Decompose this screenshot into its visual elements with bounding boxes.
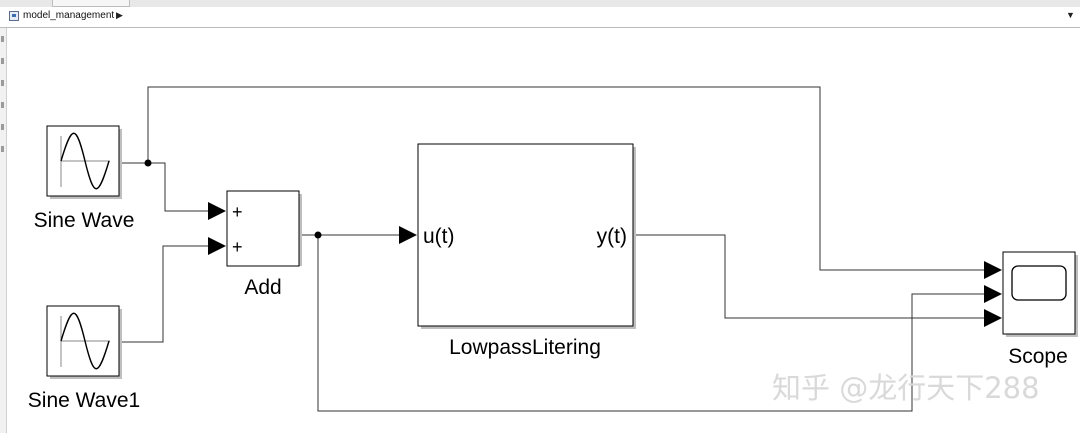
lowpass-block[interactable]: u(t) y(t) LowpassLitering [417, 143, 636, 359]
signal-line[interactable] [122, 86, 985, 271]
palette-tool[interactable] [1, 80, 4, 86]
branch-point [314, 231, 322, 239]
input-arrow [984, 309, 1002, 327]
block-label: Scope [1008, 345, 1068, 368]
input-arrow [399, 226, 417, 244]
watermark: 知乎 @龙行天下288 [772, 371, 1040, 405]
chevron-down-icon[interactable]: ▼ [1066, 10, 1075, 20]
output-port-label: y(t) [597, 225, 627, 248]
address-bar: model_management ▶ ▼ [0, 7, 1080, 28]
breadcrumb-arrow-icon[interactable]: ▶ [116, 10, 123, 20]
sine-wave-icon [60, 132, 110, 190]
add-sign-2: + [232, 237, 243, 257]
palette-tool[interactable] [1, 58, 4, 64]
palette-tool[interactable] [1, 102, 4, 108]
add-block[interactable]: + + Add [226, 190, 302, 299]
signal-line[interactable] [122, 245, 210, 343]
breadcrumb-model[interactable]: model_management [23, 10, 115, 21]
block-label: Sine Wave [34, 209, 135, 232]
palette-tool[interactable] [1, 124, 4, 130]
block-label: Sine Wave1 [28, 389, 140, 412]
block-label: LowpassLitering [449, 336, 601, 359]
signal-line[interactable] [148, 162, 210, 212]
block-label: Add [244, 276, 281, 299]
add-sign-1: + [232, 202, 243, 222]
input-arrow [984, 261, 1002, 279]
palette-tool[interactable] [1, 146, 4, 152]
signal-line[interactable] [634, 234, 985, 319]
model-icon [9, 11, 19, 21]
sine-wave-block[interactable]: Sine Wave [34, 125, 135, 232]
input-arrow [984, 285, 1002, 303]
sine-wave-icon [60, 312, 110, 370]
input-arrow [208, 237, 226, 255]
signal-line[interactable] [317, 235, 985, 412]
palette-tool[interactable] [1, 36, 4, 42]
left-palette [0, 28, 7, 433]
branch-point [144, 159, 152, 167]
input-arrow [208, 202, 226, 220]
port-arrows [208, 202, 1002, 327]
window-tab[interactable] [52, 0, 130, 7]
scope-block[interactable]: Scope [1002, 251, 1078, 368]
sine-wave1-block[interactable]: Sine Wave1 [28, 305, 140, 412]
scope-screen-icon [1011, 265, 1067, 301]
input-port-label: u(t) [423, 225, 455, 248]
model-canvas[interactable]: Sine Wave Sine Wave1 + + Add u(t) y(t) L… [7, 28, 1080, 433]
